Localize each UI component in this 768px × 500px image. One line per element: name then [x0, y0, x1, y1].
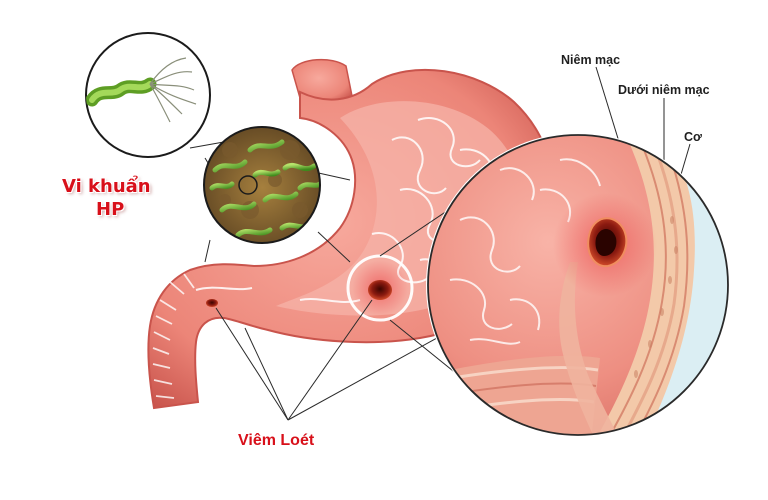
- stomach-ulcer: [368, 280, 392, 300]
- ulcer-label: Viêm Loét: [238, 432, 315, 449]
- mucosa-label: Niêm mạc: [561, 53, 621, 67]
- duodenum-ulcer: [206, 299, 218, 307]
- bacteria-closeup: [203, 126, 321, 244]
- bacterium-magnified: [85, 32, 211, 158]
- ulcer-highlight-ring: [346, 254, 414, 322]
- submucosa-label: Dưới niêm mạc: [618, 83, 710, 97]
- muscle-label: Cơ: [684, 130, 702, 144]
- bacteria-label-hp: HP: [96, 199, 125, 220]
- bacteria-label: Vi khuẩn: [62, 176, 151, 197]
